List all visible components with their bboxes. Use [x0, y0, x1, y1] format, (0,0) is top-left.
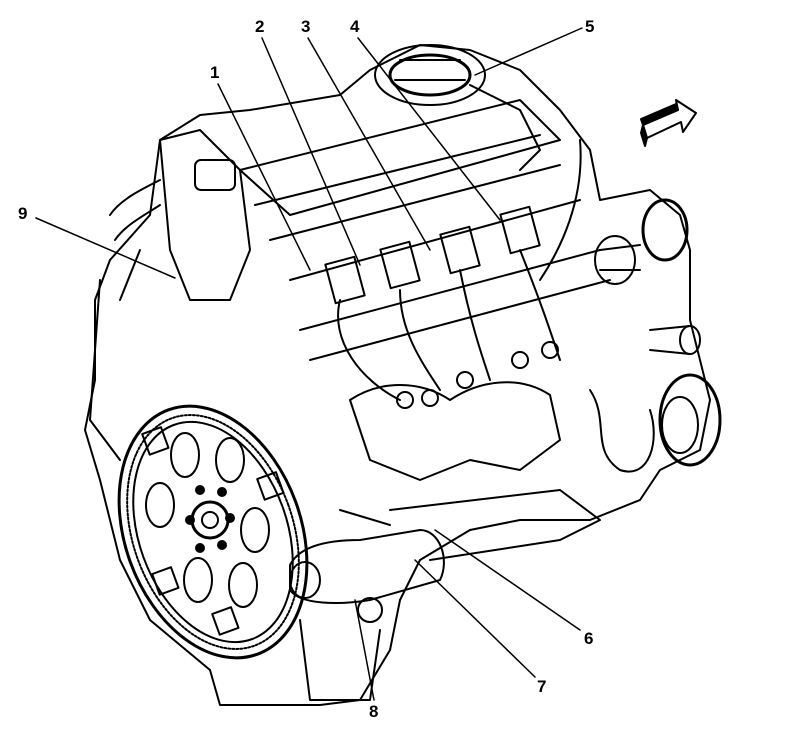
generator	[374, 44, 541, 171]
leader-line-5	[474, 27, 583, 76]
engine-block	[84, 44, 711, 706]
flywheel	[117, 404, 309, 660]
leader-line-1	[217, 83, 311, 271]
front-direction-arrow-icon	[640, 99, 697, 147]
callout-5: 5	[585, 17, 595, 36]
callout-1: 1	[210, 63, 220, 82]
leader-line-4	[357, 37, 501, 221]
leader-line-6	[434, 529, 581, 631]
leader-line-8	[354, 599, 375, 701]
oil-pan	[299, 489, 601, 701]
callout-3: 3	[301, 17, 311, 36]
leader-line-7	[414, 559, 536, 678]
callout-9: 9	[18, 204, 28, 223]
leader-line-9	[35, 217, 176, 279]
callout-4: 4	[350, 17, 360, 36]
leader-line-2	[261, 37, 361, 266]
accessory-drive	[589, 198, 722, 473]
leader-line-3	[307, 37, 431, 251]
callout-2: 2	[255, 17, 265, 36]
callout-6: 6	[584, 629, 594, 648]
left-bracket	[89, 129, 251, 461]
callout-7: 7	[537, 677, 547, 696]
starter-motor	[289, 509, 445, 604]
leader-lines	[35, 27, 583, 701]
callout-8: 8	[369, 702, 379, 721]
